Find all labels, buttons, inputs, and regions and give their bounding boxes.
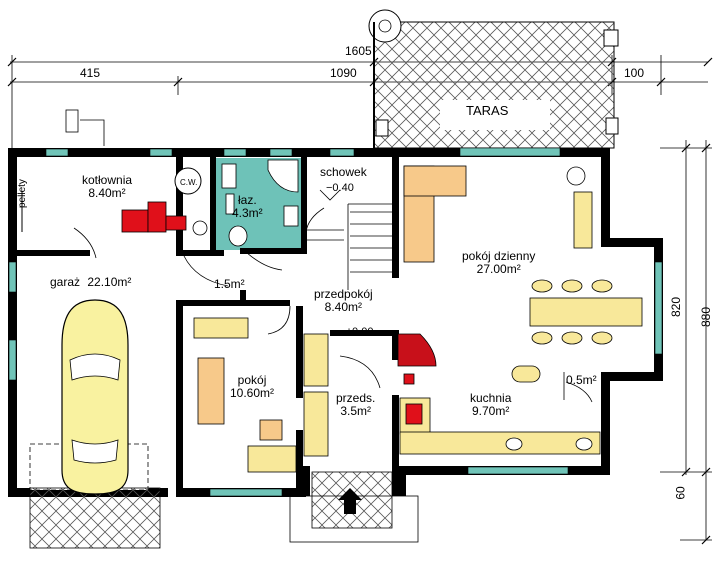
room-name: pokój: [237, 373, 267, 387]
boiler: [121, 209, 149, 233]
schowek-level: −0.40: [326, 182, 354, 194]
dim-terrace-offset: 100: [624, 66, 645, 80]
dim-depth-total: 880: [699, 306, 714, 328]
room-name: przeds.: [336, 391, 376, 405]
room-label-przedpokoj: przedpokój 8.40m²: [314, 288, 373, 314]
room-label-pokoj: pokój 10.60m²: [230, 374, 274, 400]
dim-depth-main: 820: [669, 296, 684, 318]
room-label-vestibule: 1.5m²: [214, 277, 245, 291]
garage: [29, 299, 161, 549]
boiler-label: C.W.: [180, 178, 198, 187]
room-label-schowek: schowek: [320, 165, 367, 179]
room-label-kuchnia: kuchnia 9.70m²: [470, 392, 511, 418]
room-label-pantry: 0.5m²: [566, 373, 597, 387]
room-label-lazienka: łaz. 4.3m²: [232, 194, 263, 220]
room-area: 8.40m²: [324, 300, 363, 314]
room-name: łaz.: [238, 193, 257, 207]
terrace: [368, 9, 619, 149]
dim-total-width: 1605: [345, 44, 372, 58]
pellets-label: pellety: [17, 179, 28, 208]
room-area: 10.60m²: [230, 386, 275, 400]
living-room-furniture: [403, 165, 643, 345]
room-label-kotlownia: kotłownia 8.40m²: [82, 174, 132, 200]
room-name: garaż: [50, 275, 81, 289]
room-area: 9.70m²: [472, 404, 510, 418]
dim-left-part: 415: [80, 66, 101, 80]
room-label-pokoj-dzienny: pokój dzienny 27.00m²: [462, 250, 535, 276]
room-furniture: [193, 317, 297, 473]
room-name: kuchnia: [470, 391, 512, 405]
terrace-label: TARAS: [466, 103, 509, 118]
windows: [8, 147, 663, 497]
bathroom-fixtures: [221, 159, 299, 247]
wardrobe: [303, 333, 329, 457]
room-label-przedsionek: przeds. 3.5m²: [336, 392, 375, 418]
entrance: [289, 355, 419, 543]
floor-level-label: ±0.00: [346, 326, 374, 338]
kitchen-furniture: [397, 333, 601, 455]
room-name: kotłownia: [82, 173, 133, 187]
room-area: 3.5m²: [340, 404, 372, 418]
room-area: 22.10m²: [87, 275, 132, 289]
boiler-room: [21, 109, 208, 259]
dining-table: [529, 297, 643, 327]
room-name: pokój dzienny: [462, 249, 536, 263]
room-area: 4.3m²: [232, 206, 263, 220]
door-swings: [183, 207, 593, 403]
room-label-garaz: garaż 22.10m²: [50, 276, 131, 289]
dim-entrance-depth: 60: [673, 486, 688, 500]
room-area: 27.00m²: [476, 262, 521, 276]
room-name: przedpokój: [314, 287, 373, 301]
car: [61, 299, 129, 495]
dim-right-part: 1090: [330, 66, 357, 80]
interior-walls: [8, 148, 399, 496]
room-area: 8.40m²: [88, 186, 126, 200]
stairs: [304, 189, 392, 290]
